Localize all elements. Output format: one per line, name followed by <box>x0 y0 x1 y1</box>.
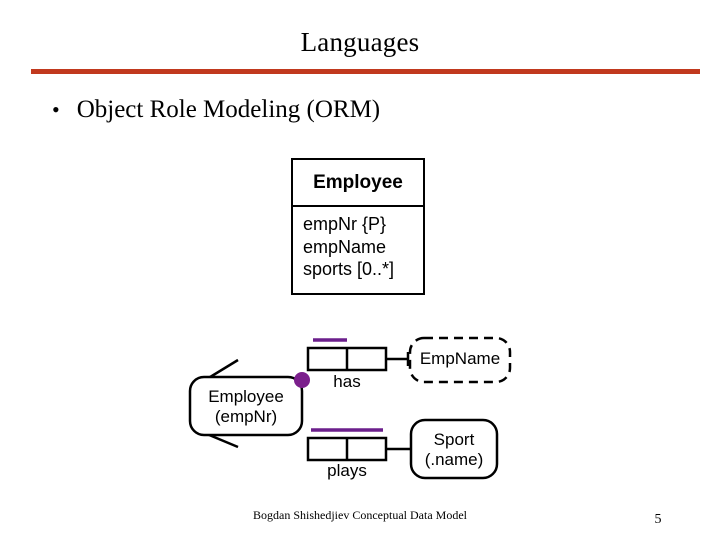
uml-class-box: Employee empNr {P} empName sports [0..*] <box>291 158 425 295</box>
bullet-marker-icon: • <box>52 97 60 122</box>
orm-entity-employee-name: Employee <box>208 387 284 406</box>
orm-entity-sport-shape <box>409 418 499 480</box>
page-title: Languages <box>300 27 420 57</box>
orm-entity-sport-ref: (.name) <box>424 449 484 469</box>
mandatory-role-dot-icon <box>294 372 310 388</box>
bullet-item-label: Object Role Modeling (ORM) <box>76 96 381 123</box>
orm-entity-employee-label: Employee (empNr) <box>190 387 302 426</box>
orm-entity-sport-label: Sport (.name) <box>411 430 497 469</box>
uml-attribute: empName <box>303 236 387 257</box>
orm-entity-sport-name: Sport <box>433 430 475 449</box>
orm-diagram: Employee (empNr) has EmpName plays Sport… <box>180 330 520 490</box>
orm-value-type-empname-label: EmpName <box>419 349 501 368</box>
uml-attribute: empNr {P} <box>303 214 387 234</box>
slide-footer: Bogdan Shishedjiev Conceptual Data Model <box>253 508 467 522</box>
page-number: 5 <box>654 512 662 527</box>
title-divider <box>31 69 700 74</box>
uml-attribute: sports [0..*] <box>303 259 395 279</box>
orm-fact-type-plays-label: plays <box>327 461 367 480</box>
orm-fact-type-has-label: has <box>333 372 361 391</box>
uml-class-name: Employee <box>293 160 423 207</box>
orm-entity-employee-shape <box>188 375 304 437</box>
bullet-list-item: • Object Role Modeling (ORM) <box>52 96 380 124</box>
uml-attribute-compartment: empNr {P} empName sports [0..*] <box>293 207 423 281</box>
orm-value-type-empname-shape <box>408 336 512 384</box>
orm-entity-employee-ref: (empNr) <box>214 406 278 426</box>
